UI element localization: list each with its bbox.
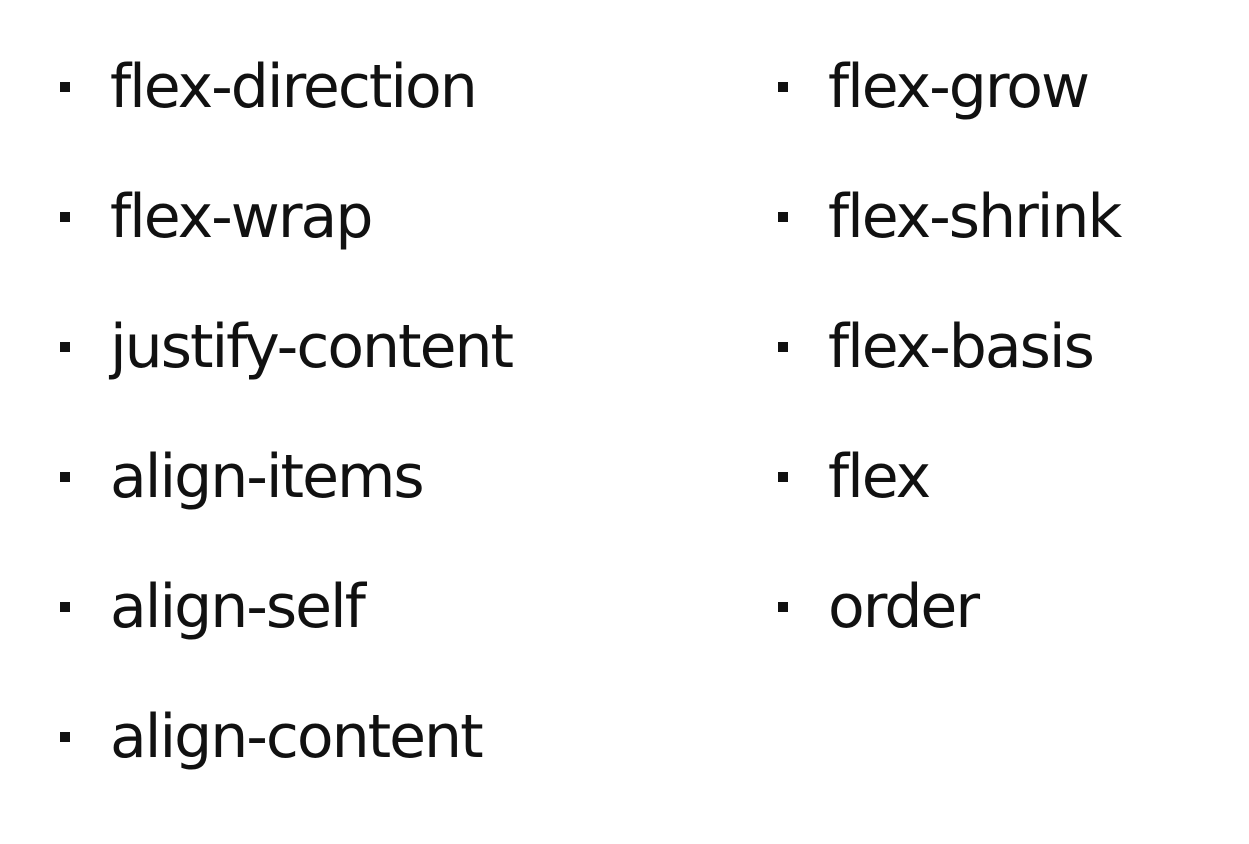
bullet-icon [60, 212, 70, 222]
list-item: align-content [60, 672, 512, 802]
bullet-icon [60, 732, 70, 742]
bullet-icon [778, 602, 788, 612]
item-properties-list: flex-grow flex-shrink flex-basis flex or… [778, 22, 1122, 672]
bullet-icon [60, 472, 70, 482]
list-item: justify-content [60, 282, 514, 412]
list-item-label: flex-grow [828, 52, 1090, 122]
bullet-icon [60, 342, 70, 352]
list-item: order [778, 542, 1120, 672]
list-item-label: align-items [110, 442, 425, 512]
list-item-label: flex-basis [828, 312, 1095, 382]
bullet-icon [778, 472, 788, 482]
list-item: flex-grow [778, 22, 1120, 152]
list-item: flex-basis [778, 282, 1120, 412]
bullet-icon [60, 82, 70, 92]
list-item: align-items [60, 412, 512, 542]
list-item: flex-wrap [60, 152, 512, 282]
list-item-label: flex [828, 442, 931, 512]
list-item: flex-shrink [778, 152, 1122, 282]
list-item-label: align-self [110, 572, 366, 642]
list-item-label: flex-direction [110, 52, 478, 122]
list-item-label: order [828, 572, 980, 642]
list-item-label: align-content [110, 702, 484, 772]
bullet-icon [778, 212, 788, 222]
list-item-label: justify-content [110, 312, 514, 382]
bullet-icon [60, 602, 70, 612]
list-item: flex [778, 412, 1120, 542]
bullet-icon [778, 82, 788, 92]
list-item-label: flex-shrink [828, 182, 1122, 252]
list-item: flex-direction [60, 22, 512, 152]
bullet-icon [778, 342, 788, 352]
container-properties-list: flex-direction flex-wrap justify-content… [60, 22, 514, 802]
list-item-label: flex-wrap [110, 182, 373, 252]
list-item: align-self [60, 542, 512, 672]
